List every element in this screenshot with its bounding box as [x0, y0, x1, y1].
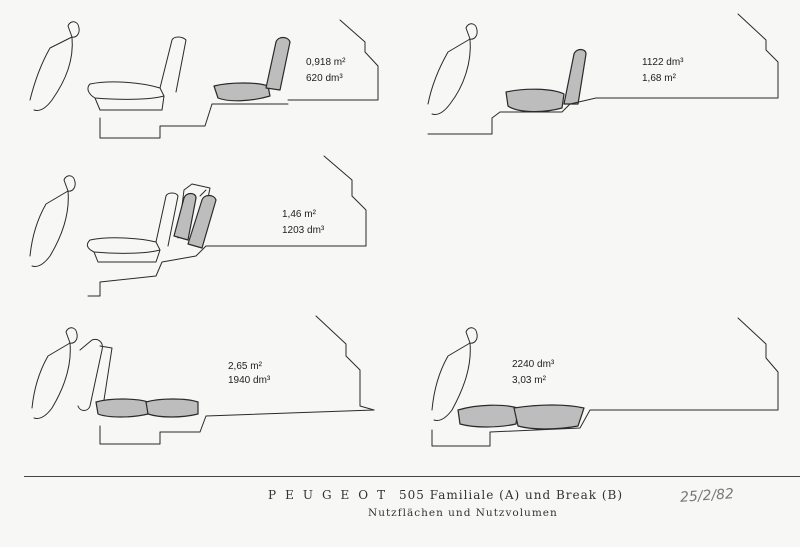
body-roofline — [315, 315, 375, 411]
front-seat-outline — [31, 327, 78, 419]
panel-2-drawing — [427, 13, 779, 135]
panel-4-area: 2,65 m² — [228, 361, 262, 372]
panel-1-area: 0,918 m² — [306, 57, 346, 68]
panel-4-drawing — [31, 315, 375, 445]
flat-load-left — [457, 404, 519, 428]
panel-2-volume: 1,68 m² — [642, 73, 676, 84]
panel-3-area: 1,46 m² — [282, 209, 316, 220]
panel-2-area: 1122 dm³ — [642, 57, 684, 68]
front-seat-outline — [431, 327, 478, 421]
floor-line — [87, 245, 301, 297]
panel-5-drawing — [431, 317, 779, 447]
brand-name: PEUGEOT — [268, 488, 395, 502]
raised-back — [187, 194, 217, 249]
folded-seat-back — [563, 48, 587, 105]
front-seat-outline — [427, 23, 478, 115]
folded-seat-cushion — [213, 82, 271, 102]
model-name: 505 Familiale (A) und Break (B) — [398, 488, 624, 502]
flat-load-right — [145, 398, 199, 418]
floor-line — [99, 103, 289, 139]
panel-4-volume: 1940 dm³ — [228, 375, 271, 386]
panel-3-drawing — [29, 155, 367, 297]
folded-backrest-outline — [77, 339, 113, 411]
front-seat-outline — [29, 175, 76, 267]
folded-seat-cushion — [505, 88, 565, 113]
floor-line — [99, 409, 375, 445]
body-roofline — [737, 13, 779, 99]
body-roofline — [299, 155, 367, 247]
folded-seat-back — [265, 36, 291, 91]
front-seat-outline — [29, 21, 80, 111]
panel-3-volume: 1203 dm³ — [282, 225, 325, 236]
flat-load-right — [513, 404, 585, 430]
panel-5-area: 2240 dm³ — [512, 359, 555, 370]
footer-subtitle: Nutzflächen und Nutzvolumen — [368, 507, 558, 519]
rear-bench-outline — [86, 192, 179, 263]
rear-bench-outline — [87, 36, 187, 111]
body-roofline — [287, 19, 379, 101]
panel-1-drawing — [29, 19, 379, 139]
footer-title: PEUGEOT 505 Familiale (A) und Break (B) — [268, 488, 623, 502]
raised-cushion — [173, 192, 197, 241]
panel-5-volume: 3,03 m² — [512, 375, 546, 386]
floor-line — [427, 97, 767, 135]
flat-load-left — [95, 398, 149, 418]
panel-1-volume: 620 dm³ — [306, 73, 343, 84]
footer-divider — [24, 476, 800, 477]
body-roofline — [737, 317, 779, 411]
floor-line — [431, 409, 767, 447]
